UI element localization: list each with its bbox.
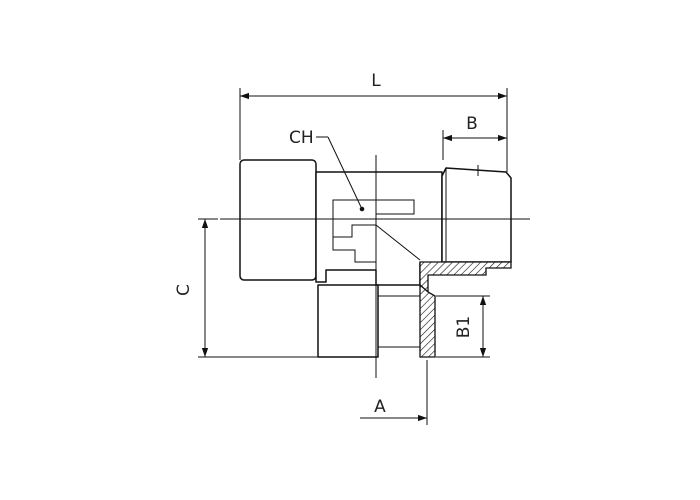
section-hatch-lower bbox=[419, 283, 436, 358]
dim-A-label: A bbox=[374, 397, 386, 417]
section-hatch-upper bbox=[419, 261, 512, 294]
dim-L-label: L bbox=[371, 71, 381, 91]
dim-CH-leader bbox=[327, 136, 362, 208]
lower-thread-root bbox=[378, 346, 421, 357]
lower-body bbox=[317, 284, 379, 358]
center-lines bbox=[220, 155, 530, 378]
swivel-nut bbox=[239, 159, 317, 281]
dim-B-label: B bbox=[466, 114, 478, 134]
dim-B1-label: B1 bbox=[454, 316, 474, 338]
internal-cavity-lower bbox=[332, 237, 376, 263]
male-thread-branch bbox=[441, 167, 512, 263]
dim-CH-label: CH bbox=[289, 128, 314, 148]
dim-C-label: C bbox=[174, 284, 194, 296]
hex-center-dot bbox=[359, 206, 365, 212]
dimensions: L B CH C B1 A bbox=[174, 71, 508, 425]
